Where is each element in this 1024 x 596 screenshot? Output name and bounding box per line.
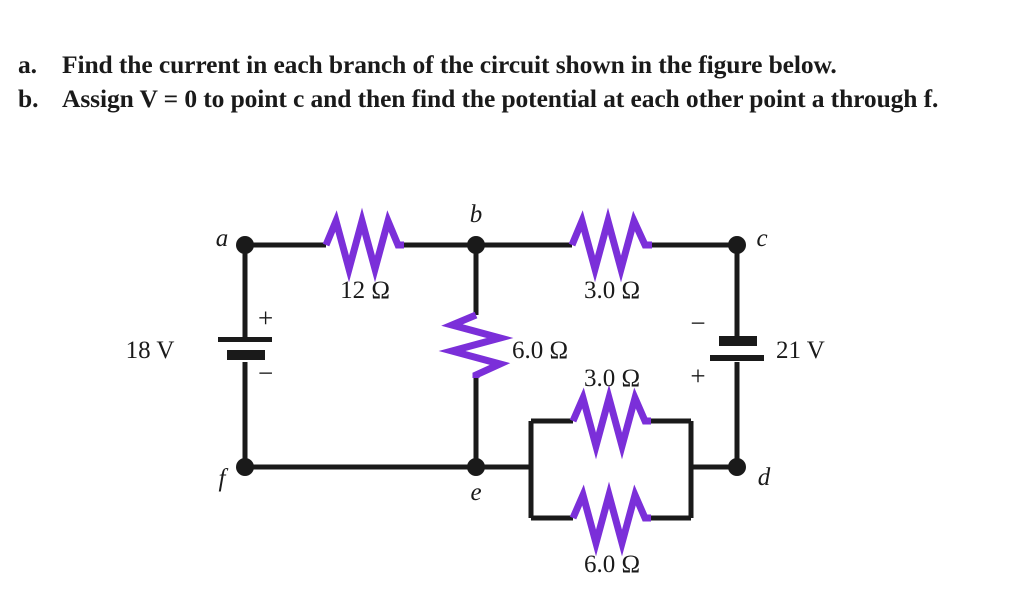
node-d-dot: [728, 458, 746, 476]
battery-21v: − + 21 V: [690, 308, 824, 391]
node-label-b: b: [470, 201, 483, 228]
resistor-ab-label: 12 Ω: [340, 277, 390, 304]
battery-18v-minus-sign: −: [258, 358, 273, 388]
node-b-dot: [467, 236, 485, 254]
battery-21v-negative-plate: [719, 336, 757, 346]
node-f-dot: [236, 458, 254, 476]
node-a-dot: [236, 236, 254, 254]
battery-21v-positive-plate: [710, 355, 764, 361]
resistor-ab-symbol: [322, 207, 404, 283]
battery-18v-positive-plate: [218, 337, 272, 342]
node-label-f: f: [219, 465, 229, 492]
question-marker-b: b.: [18, 84, 39, 114]
resistor-ed-top-label: 3.0 Ω: [584, 365, 640, 392]
battery-21v-plus-sign: +: [690, 361, 705, 391]
resistor-bc-label: 3.0 Ω: [584, 277, 640, 304]
node-c-dot: [728, 236, 746, 254]
node-label-a: a: [216, 225, 229, 252]
circuit-svg: + − 18 V − + 21 V a b c d: [126, 201, 825, 578]
circuit-nodes: [236, 236, 746, 476]
node-label-c: c: [756, 225, 767, 252]
node-labels: a b c d e f: [216, 201, 771, 506]
circuit-diagram: + − 18 V − + 21 V a b c d: [0, 190, 1024, 596]
resistor-be-label: 6.0 Ω: [512, 337, 568, 364]
resistor-bc-symbol: [568, 207, 652, 283]
resistor-ed-bottom-symbol: [569, 481, 651, 557]
battery-18v-plus-sign: +: [258, 303, 273, 333]
circuit-wires: [242, 242, 740, 521]
battery-18v-negative-plate: [227, 350, 265, 360]
node-label-e: e: [470, 479, 481, 506]
node-e-dot: [467, 458, 485, 476]
question-text-b: Assign V = 0 to point c and then find th…: [62, 84, 939, 114]
resistor-symbols: [322, 207, 652, 557]
battery-21v-label: 21 V: [776, 337, 825, 364]
battery-18v-label: 18 V: [126, 337, 175, 364]
question-item-b: b. Assign V = 0 to point c and then find…: [18, 82, 1008, 116]
resistor-labels: 12 Ω 3.0 Ω 6.0 Ω 3.0 Ω 6.0 Ω: [340, 277, 640, 578]
resistor-ed-bottom-label: 6.0 Ω: [584, 551, 640, 578]
node-label-d: d: [758, 464, 771, 491]
question-block: a. Find the current in each branch of th…: [18, 48, 1008, 116]
battery-21v-minus-sign: −: [690, 308, 705, 338]
resistor-ed-top-symbol: [569, 384, 651, 460]
question-marker-a: a.: [18, 50, 37, 79]
question-text-a: Find the current in each branch of the c…: [62, 50, 837, 79]
question-item-a: a. Find the current in each branch of th…: [18, 48, 1008, 82]
battery-18v: + − 18 V: [126, 303, 274, 388]
resistor-be-symbol: [438, 311, 514, 379]
